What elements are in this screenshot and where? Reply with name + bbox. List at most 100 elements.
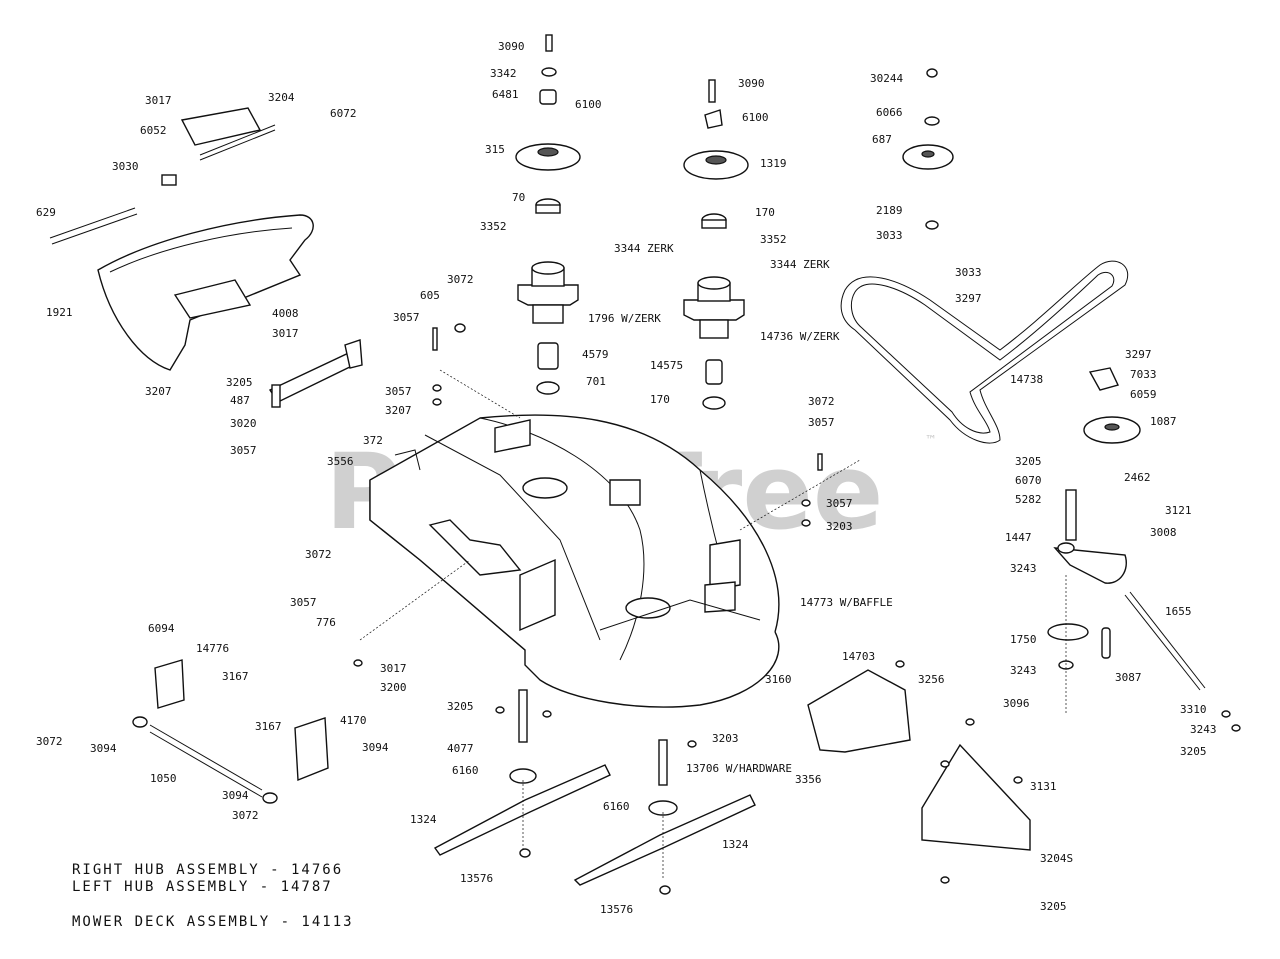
part-label[interactable]: 6066 xyxy=(876,106,903,119)
part-label[interactable]: 14575 xyxy=(650,359,683,372)
part-label[interactable]: 1319 xyxy=(760,157,787,170)
part-label[interactable]: 3205 xyxy=(1040,900,1067,913)
part-label[interactable]: 3243 xyxy=(1010,664,1037,677)
part-label[interactable]: 3205 xyxy=(226,376,253,389)
part-label[interactable]: 170 xyxy=(650,393,670,406)
part-label[interactable]: 3167 xyxy=(255,720,282,733)
part-label[interactable]: 3072 xyxy=(232,809,259,822)
part-label[interactable]: 1447 xyxy=(1005,531,1032,544)
part-label[interactable]: 3096 xyxy=(1003,697,1030,710)
part-label[interactable]: 70 xyxy=(512,191,525,204)
part-label[interactable]: 13706 W/HARDWARE xyxy=(686,762,792,775)
part-label[interactable]: 6160 xyxy=(452,764,479,777)
part-label[interactable]: 1087 xyxy=(1150,415,1177,428)
part-label[interactable]: 6100 xyxy=(742,111,769,124)
part-label[interactable]: 3057 xyxy=(230,444,257,457)
part-label[interactable]: 3352 xyxy=(760,233,787,246)
part-label[interactable]: 6070 xyxy=(1015,474,1042,487)
part-label[interactable]: 3017 xyxy=(380,662,407,675)
part-label[interactable]: 1796 W/ZERK xyxy=(588,312,661,325)
part-label[interactable]: 3033 xyxy=(876,229,903,242)
blade-guards[interactable] xyxy=(807,669,1031,851)
part-label[interactable]: 4170 xyxy=(340,714,367,727)
part-label[interactable]: 1750 xyxy=(1010,633,1037,646)
part-label[interactable]: 3205 xyxy=(1015,455,1042,468)
part-label[interactable]: 6160 xyxy=(603,800,630,813)
part-label[interactable]: 14773 W/BAFFLE xyxy=(800,596,893,609)
part-label[interactable]: 2462 xyxy=(1124,471,1151,484)
part-label[interactable]: 3243 xyxy=(1010,562,1037,575)
part-label[interactable]: 3297 xyxy=(955,292,982,305)
part-label[interactable]: 3072 xyxy=(36,735,63,748)
part-label[interactable]: 3204 xyxy=(268,91,295,104)
part-label[interactable]: 3017 xyxy=(145,94,172,107)
part-label[interactable]: 3256 xyxy=(918,673,945,686)
part-label[interactable]: 3131 xyxy=(1030,780,1057,793)
part-label[interactable]: 701 xyxy=(586,375,606,388)
part-label[interactable]: 3344 ZERK xyxy=(614,242,674,255)
part-label[interactable]: 687 xyxy=(872,133,892,146)
part-label[interactable]: 487 xyxy=(230,394,250,407)
part-label[interactable]: 3297 xyxy=(1125,348,1152,361)
part-label[interactable]: 3030 xyxy=(112,160,139,173)
part-label[interactable]: 170 xyxy=(755,206,775,219)
part-label[interactable]: 3200 xyxy=(380,681,407,694)
idler-arm-assembly[interactable] xyxy=(1047,367,1206,691)
part-label[interactable]: 3556 xyxy=(327,455,354,468)
part-label[interactable]: 629 xyxy=(36,206,56,219)
center-spindle-stack[interactable] xyxy=(683,79,749,410)
part-label[interactable]: 605 xyxy=(420,289,440,302)
part-label[interactable]: 3160 xyxy=(765,673,792,686)
part-label[interactable]: 776 xyxy=(316,616,336,629)
part-label[interactable]: 3057 xyxy=(393,311,420,324)
part-label[interactable]: 3033 xyxy=(955,266,982,279)
part-label[interactable]: 3020 xyxy=(230,417,257,430)
belt-shield[interactable] xyxy=(49,107,314,371)
part-label[interactable]: 6481 xyxy=(492,88,519,101)
part-label[interactable]: 315 xyxy=(485,143,505,156)
part-label[interactable]: 3072 xyxy=(305,548,332,561)
part-label[interactable]: 2189 xyxy=(876,204,903,217)
part-label[interactable]: 3342 xyxy=(490,67,517,80)
part-label[interactable]: 3167 xyxy=(222,670,249,683)
part-label[interactable]: 7033 xyxy=(1130,368,1157,381)
part-label[interactable]: 3344 ZERK xyxy=(770,258,830,271)
part-label[interactable]: 3094 xyxy=(90,742,117,755)
part-label[interactable]: 3207 xyxy=(385,404,412,417)
part-label[interactable]: 5282 xyxy=(1015,493,1042,506)
idler-pulley-top[interactable] xyxy=(902,68,954,230)
part-label[interactable]: 4579 xyxy=(582,348,609,361)
part-label[interactable]: 3057 xyxy=(808,416,835,429)
part-label[interactable]: 6100 xyxy=(575,98,602,111)
part-label[interactable]: 1324 xyxy=(410,813,437,826)
part-label[interactable]: 3094 xyxy=(362,741,389,754)
part-label[interactable]: 3017 xyxy=(272,327,299,340)
part-label[interactable]: 1921 xyxy=(46,306,73,319)
part-label[interactable]: 13576 xyxy=(460,872,493,885)
part-label[interactable]: 4008 xyxy=(272,307,299,320)
part-label[interactable]: 3121 xyxy=(1165,504,1192,517)
part-label[interactable]: 3008 xyxy=(1150,526,1177,539)
part-label[interactable]: 4077 xyxy=(447,742,474,755)
part-label[interactable]: 3356 xyxy=(795,773,822,786)
part-label[interactable]: 3203 xyxy=(826,520,853,533)
part-label[interactable]: 3310 xyxy=(1180,703,1207,716)
part-label[interactable]: 3072 xyxy=(808,395,835,408)
part-label[interactable]: 3087 xyxy=(1115,671,1142,684)
part-label[interactable]: 3057 xyxy=(826,497,853,510)
part-label[interactable]: 14703 xyxy=(842,650,875,663)
part-label[interactable]: 3204S xyxy=(1040,852,1073,865)
part-label[interactable]: 372 xyxy=(363,434,383,447)
part-label[interactable]: 3057 xyxy=(385,385,412,398)
left-spindle-stack[interactable] xyxy=(515,34,581,395)
part-label[interactable]: 30244 xyxy=(870,72,903,85)
hub-assemblies[interactable] xyxy=(132,659,329,804)
part-label[interactable]: 14776 xyxy=(196,642,229,655)
part-label[interactable]: 13576 xyxy=(600,903,633,916)
part-label[interactable]: 14738 xyxy=(1010,373,1043,386)
support-brackets[interactable] xyxy=(268,339,363,408)
part-label[interactable]: 3094 xyxy=(222,789,249,802)
part-label[interactable]: 3205 xyxy=(1180,745,1207,758)
blades[interactable] xyxy=(433,689,756,895)
part-label[interactable]: 3057 xyxy=(290,596,317,609)
